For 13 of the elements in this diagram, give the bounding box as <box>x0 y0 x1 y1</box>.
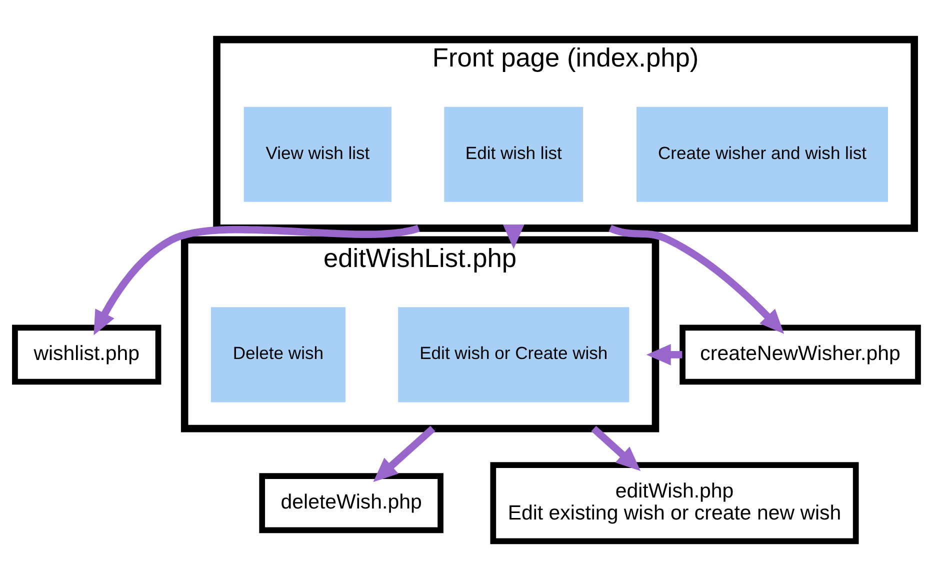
node-box: createNewWisher.php <box>679 324 920 385</box>
arrow <box>646 344 682 366</box>
node-box: Edit wish list <box>444 106 583 202</box>
node-box: Delete wish <box>210 307 345 402</box>
arrow <box>590 426 640 471</box>
node-box: View wish list <box>243 106 392 202</box>
node-box: editWish.php Edit existing wish or create new wish <box>490 462 858 544</box>
node-box: Edit wish or Create wish <box>398 307 629 402</box>
node-box: wishlist.php <box>12 324 161 385</box>
arrow <box>502 224 524 249</box>
arrow <box>372 426 435 482</box>
node-box: Create wisher and wish list <box>636 106 888 202</box>
node-box: deleteWish.php <box>258 473 443 534</box>
